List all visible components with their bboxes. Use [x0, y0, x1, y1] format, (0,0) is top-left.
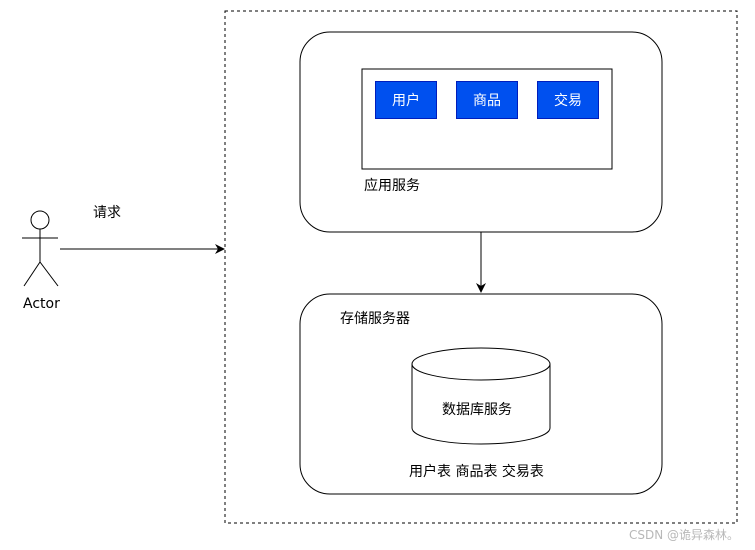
system-boundary: [224, 10, 738, 524]
watermark: CSDN @诡异森林。: [628, 528, 739, 542]
tables-label: 用户表 商品表 交易表: [409, 464, 544, 480]
request-label: 请求: [93, 205, 121, 221]
database-label: 数据库服务: [442, 402, 512, 418]
database-cylinder: [411, 347, 551, 445]
actor-label: Actor: [23, 296, 60, 312]
app-service-label: 应用服务: [364, 178, 420, 194]
module-user-box: 用户: [375, 81, 437, 119]
module-trade-box: 交易: [537, 81, 599, 119]
actor-figure: [22, 210, 59, 287]
storage-service-label: 存储服务器: [340, 311, 410, 327]
module-product-box: 商品: [456, 81, 518, 119]
